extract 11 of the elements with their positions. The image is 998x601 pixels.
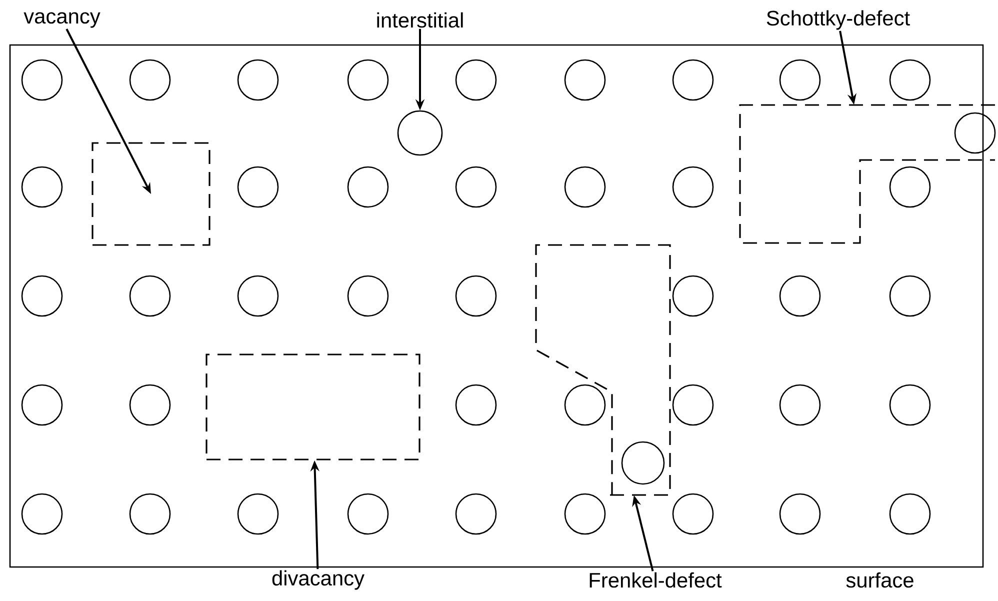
defect-label: vacancy [24, 12, 100, 28]
defect-region [739, 104, 995, 244]
defect-region [535, 244, 671, 496]
defect-label: interstitial [377, 12, 463, 28]
interstitial-atom [397, 110, 443, 156]
defect-label: divacancy [272, 570, 364, 590]
surface-label: surface [846, 572, 914, 588]
defect-region [92, 142, 210, 246]
defect-label: Frenkel-defect [590, 572, 722, 588]
defect-region [206, 354, 420, 460]
defect-label: Schottky-defect [766, 10, 910, 30]
